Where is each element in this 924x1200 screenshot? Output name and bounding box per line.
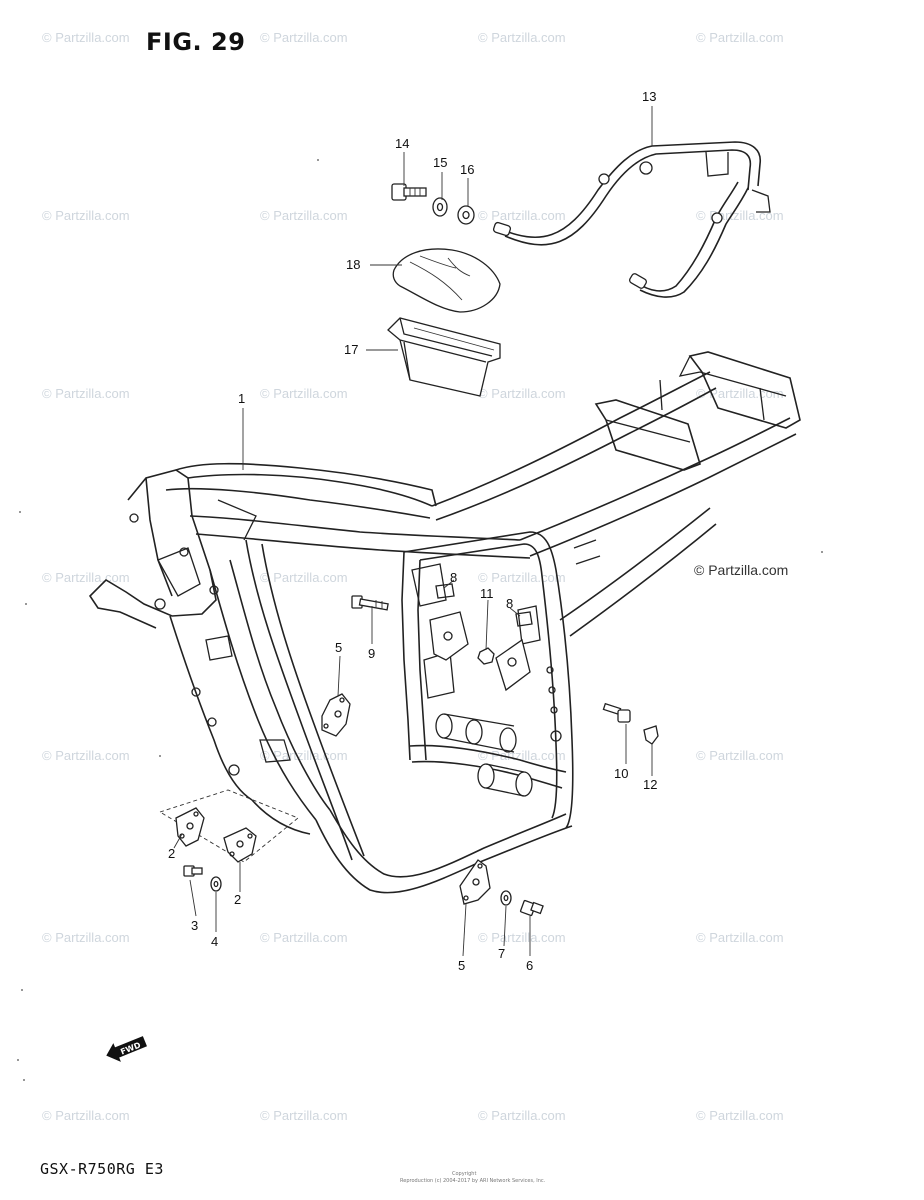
callout-18: 18 [346,257,360,272]
part-8-bracket[interactable] [515,611,533,627]
part-9-bolt[interactable] [351,595,389,611]
callout-7: 7 [498,946,505,961]
part-15-washer[interactable] [432,197,448,217]
callout-10: 10 [614,766,628,781]
watermark: © Partzilla.com [478,748,566,763]
watermark: © Partzilla.com [260,30,348,45]
watermark: © Partzilla.com [42,208,130,223]
model-code: GSX-R750RG E3 [40,1160,164,1178]
callout-1: 1 [238,391,245,406]
callout-12: 12 [643,777,657,792]
watermark: © Partzilla.com [696,1108,784,1123]
watermark: © Partzilla.com [478,386,566,401]
part-11-nut[interactable] [477,647,495,665]
watermark: © Partzilla.com [478,1108,566,1123]
callout-5: 5 [335,640,342,655]
watermark: © Partzilla.com [478,570,566,585]
part-17-tray[interactable] [387,317,501,397]
part-1-main-frame[interactable] [88,351,801,894]
copyright-line-1: Copyright [452,1171,477,1177]
watermark: © Partzilla.com [478,208,566,223]
part-13-seat-rail[interactable] [492,141,771,298]
callout-2: 2 [168,846,175,861]
part-8-bracket[interactable] [435,583,455,599]
watermark: © Partzilla.com [42,748,130,763]
fwd-label: FWD [119,1040,142,1056]
part-16-washer[interactable] [457,205,475,225]
watermark: © Partzilla.com [42,30,130,45]
part-12-clip[interactable] [643,725,659,745]
callout-2: 2 [234,892,241,907]
watermark: © Partzilla.com [42,930,130,945]
part-3-bolt[interactable] [183,865,203,877]
callout-11: 11 [480,586,494,601]
fwd-arrow-icon: FWD [106,1036,147,1062]
copyright-line-2: Reproduction (c) 2004-2017 by ARI Networ… [400,1178,546,1184]
part-6-bolt[interactable] [519,899,544,917]
part-10-bolt[interactable] [602,702,631,723]
watermark: © Partzilla.com [42,386,130,401]
scan-specks [17,159,823,1081]
callout-8: 8 [450,570,457,585]
callout-5: 5 [458,958,465,973]
part-2-mount-bracket[interactable] [223,827,257,863]
watermark: © Partzilla.com [260,930,348,945]
fig-title: FIG. 29 [146,28,246,56]
callout-14: 14 [395,136,409,151]
callout-8: 8 [506,596,513,611]
watermark: © Partzilla.com [696,30,784,45]
callout-17: 17 [344,342,358,357]
part-14-bolt[interactable] [391,183,427,201]
callout-13: 13 [642,89,656,104]
watermark: © Partzilla.com [696,930,784,945]
callout-9: 9 [368,646,375,661]
callout-6: 6 [526,958,533,973]
watermark: © Partzilla.com [260,208,348,223]
part-5-mount-bracket[interactable] [459,859,491,905]
part-7-washer[interactable] [500,890,512,906]
watermark: © Partzilla.com [260,570,348,585]
watermark: © Partzilla.com [42,1108,130,1123]
callout-16: 16 [460,162,474,177]
part-4-washer[interactable] [210,876,222,892]
partzilla-watermark: © Partzilla.com [694,562,789,578]
part-5-mount-bracket[interactable] [321,693,351,737]
watermark: © Partzilla.com [696,748,784,763]
callout-3: 3 [191,918,198,933]
callout-4: 4 [211,934,218,949]
watermark: © Partzilla.com [260,1108,348,1123]
callout-15: 15 [433,155,447,170]
watermark: © Partzilla.com [478,30,566,45]
part-18-cushion[interactable] [392,248,501,313]
watermark: © Partzilla.com [260,386,348,401]
watermark: © Partzilla.com [260,748,348,763]
leader-lines [173,106,653,957]
part-2-mount-bracket[interactable] [175,807,205,847]
watermark: © Partzilla.com [478,930,566,945]
